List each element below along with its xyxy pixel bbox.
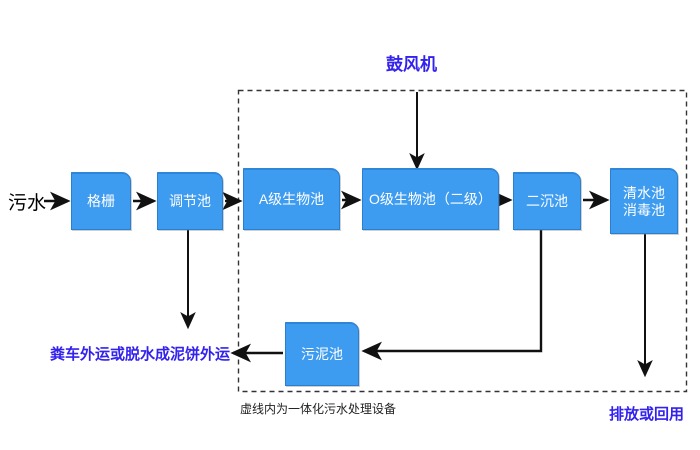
box-a-stage-bioreactor[interactable]: A级生物池 [243, 168, 340, 230]
box-adjustment-tank[interactable]: 调节池 [157, 172, 223, 230]
influent-label: 污水 [8, 193, 47, 214]
box-grid[interactable]: 格栅 [71, 172, 131, 230]
box-o-stage-bioreactor[interactable]: O级生物池（二级） [362, 168, 499, 230]
sludge-haulout-label: 粪车外运或脱水成泥饼外运 [50, 346, 231, 363]
enclosure-caption: 虚线内为一体化污水处理设备 [240, 402, 397, 416]
arrow-settler-to-sludge [361, 230, 543, 361]
box-sludge-tank[interactable]: 污泥池 [285, 322, 359, 386]
box-clearwater-disinfection-tank[interactable]: 清水池 消毒池 [610, 168, 678, 234]
blower-label: 鼓风机 [386, 55, 437, 74]
discharge-reuse-label: 排放或回用 [609, 406, 685, 423]
box-secondary-clarifier[interactable]: 二沉池 [513, 172, 581, 230]
